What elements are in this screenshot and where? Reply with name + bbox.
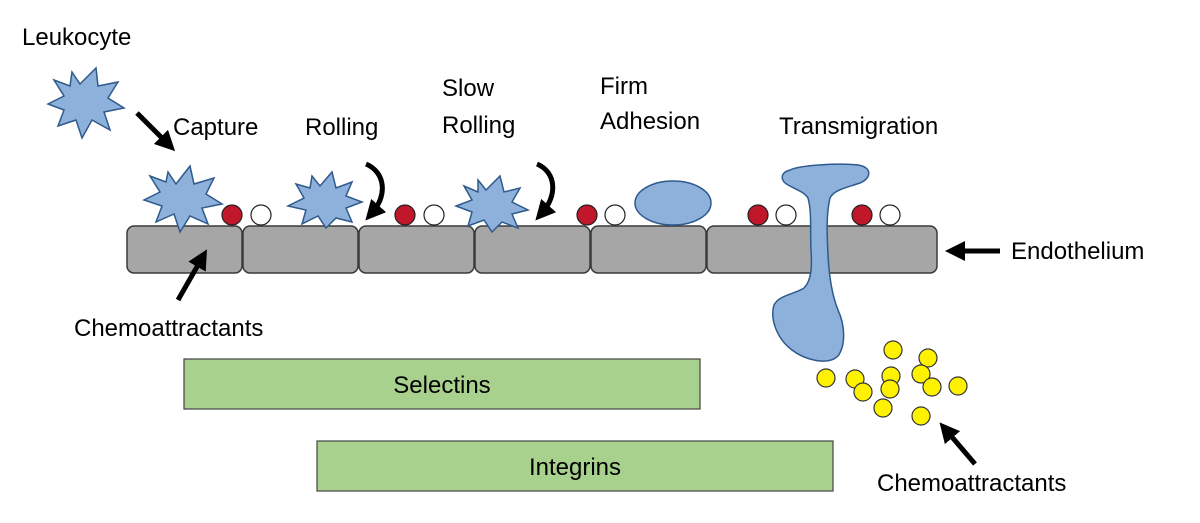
transmigration-label: Transmigration bbox=[779, 113, 938, 140]
adhesion-molecule-red bbox=[221, 204, 243, 226]
adhesion-molecule-red bbox=[576, 204, 598, 226]
integrins-bar bbox=[316, 440, 834, 492]
chemoattractant-dot bbox=[911, 406, 931, 426]
capture-arrow-icon bbox=[135, 111, 176, 152]
adhesion-molecule-white bbox=[423, 204, 445, 226]
leukocyte-slow-rolling-icon bbox=[453, 174, 531, 234]
arrows bbox=[135, 111, 1000, 466]
leukocyte-firm-adhesion-icon bbox=[634, 180, 712, 226]
endothelial-cell bbox=[474, 225, 591, 274]
rolling-curved-arrow-icon bbox=[364, 161, 387, 221]
endothelium-label: Endothelium bbox=[1011, 238, 1144, 265]
chemoattractant-dot bbox=[816, 368, 836, 388]
slow-rolling-curved-arrow-icon bbox=[535, 161, 557, 221]
adhesion-molecule-white bbox=[604, 204, 626, 226]
selectins-bar bbox=[183, 358, 701, 410]
chemoattractants-left-arrow-icon bbox=[175, 249, 207, 302]
adhesion-molecule-white bbox=[879, 204, 901, 226]
leukocyte-capture-icon bbox=[142, 164, 224, 234]
adhesion-molecule-red bbox=[851, 204, 873, 226]
leukocyte-label: Leukocyte bbox=[22, 24, 131, 51]
integrins-label: Integrins bbox=[529, 454, 621, 481]
chemoattractant-dot bbox=[918, 348, 938, 368]
chemoattractant-dot bbox=[880, 379, 900, 399]
leukocyte-transmigration-icon bbox=[772, 163, 870, 362]
chemoattractant-dot bbox=[873, 398, 893, 418]
endothelial-cell bbox=[590, 225, 707, 274]
adhesion-molecule-red bbox=[394, 204, 416, 226]
chemoattractant-dot bbox=[948, 376, 968, 396]
endothelial-cell bbox=[242, 225, 359, 274]
firm-adhesion-label-line1: Firm bbox=[600, 73, 648, 100]
firm-adhesion-label-line2: Adhesion bbox=[600, 108, 700, 135]
chemoattractant-particles bbox=[816, 340, 968, 426]
endothelial-cell bbox=[126, 225, 243, 274]
endothelium-layer bbox=[126, 225, 938, 274]
chemoattractant-dot bbox=[853, 382, 873, 402]
endothelial-cell bbox=[358, 225, 475, 274]
chemoattractant-dot bbox=[911, 364, 931, 384]
rolling-label: Rolling bbox=[305, 114, 378, 141]
chemoattractant-dot bbox=[922, 377, 942, 397]
adhesion-molecule-white bbox=[250, 204, 272, 226]
adhesion-molecule-white bbox=[775, 204, 797, 226]
chemoattractant-dot bbox=[883, 340, 903, 360]
chemoattractants-right-arrow-icon bbox=[939, 422, 977, 466]
chemoattractants-right-label: Chemoattractants bbox=[877, 470, 1066, 497]
adhesion-molecule-red bbox=[747, 204, 769, 226]
leukocyte-free-icon bbox=[46, 66, 126, 140]
slow-rolling-label-line1: Slow bbox=[442, 75, 495, 102]
selectins-label: Selectins bbox=[393, 372, 490, 399]
chemoattractants-left-label: Chemoattractants bbox=[74, 315, 263, 342]
adhesion-molecules bbox=[221, 204, 901, 226]
capture-label: Capture bbox=[173, 114, 258, 141]
leukocyte-rolling-icon bbox=[285, 170, 365, 230]
slow-rolling-label-line2: Rolling bbox=[442, 112, 515, 139]
